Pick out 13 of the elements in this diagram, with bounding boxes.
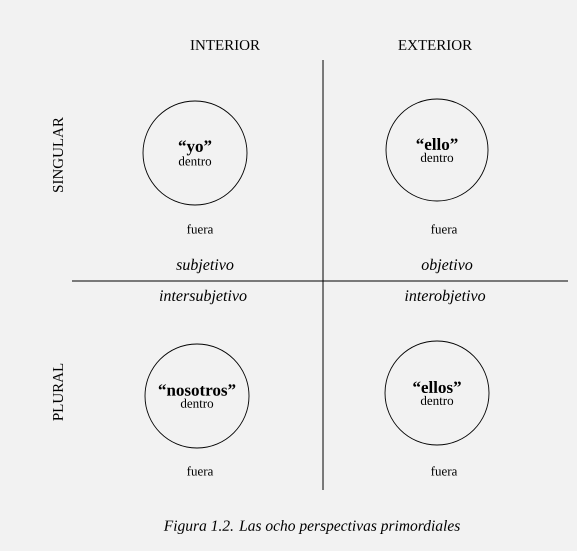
- axis-label: INTERIOR: [190, 40, 260, 50]
- outside-label: fuera: [187, 466, 214, 476]
- outside-label: fuera: [431, 466, 458, 476]
- outside-label: fuera: [187, 224, 214, 234]
- axis-label: SINGULAR: [52, 117, 64, 192]
- quadrant-label: subjetivo: [176, 258, 234, 274]
- quadrant-label: objetivo: [422, 258, 472, 274]
- quadrant-label: intersubjetivo: [160, 290, 247, 304]
- quadrant-label: interobjetivo: [405, 290, 486, 304]
- axis-label: PLURAL: [52, 364, 64, 421]
- figure-caption: Figura 1.2. Las ocho perspectivas primordiales: [164, 520, 460, 534]
- outside-label: fuera: [431, 224, 458, 234]
- axis-label: EXTERIOR: [398, 40, 472, 50]
